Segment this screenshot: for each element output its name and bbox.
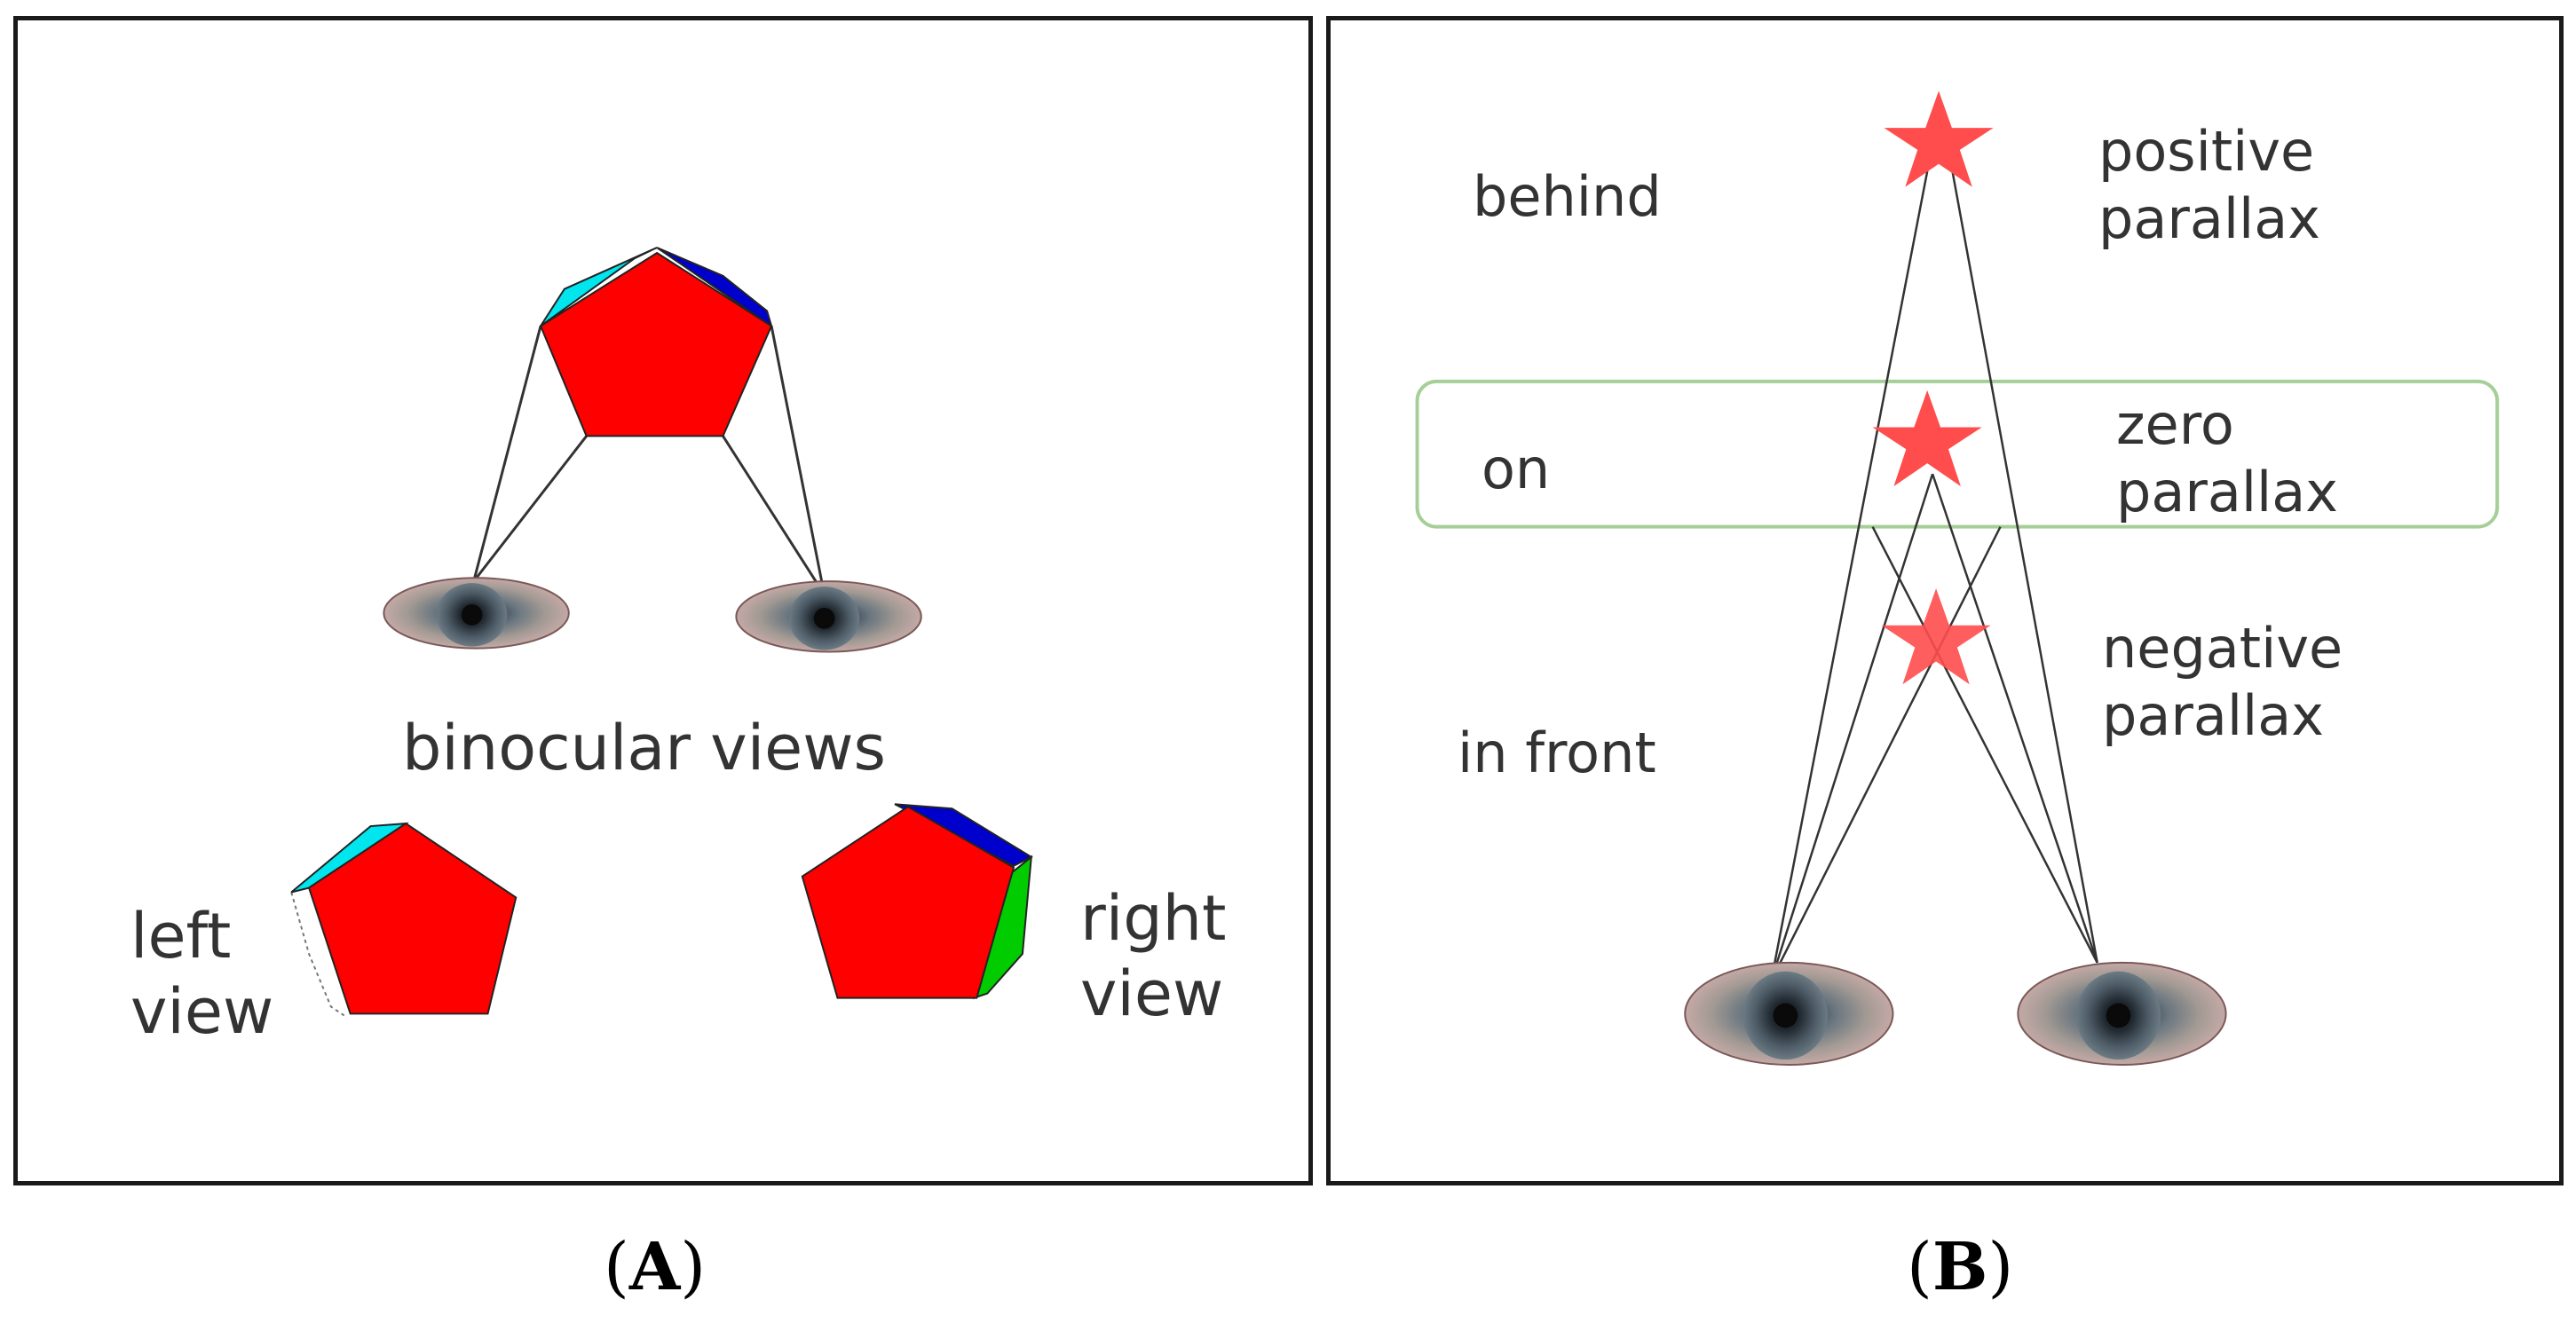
eye-icon	[383, 577, 570, 650]
caption-a-open: (	[604, 1229, 629, 1305]
sight-line	[1944, 134, 2098, 964]
eye-icon	[1684, 961, 1894, 1066]
zero-parallax-plane	[1415, 379, 2500, 529]
negative-line2: parallax	[2102, 682, 2324, 748]
sight-line	[770, 326, 826, 595]
positive-parallax-label: positive parallax	[2098, 118, 2320, 252]
zero-line2: parallax	[2116, 459, 2338, 524]
right-view-pentagon-icon	[801, 803, 1033, 1000]
sight-line	[722, 435, 826, 595]
caption-a: (A)	[604, 1229, 706, 1305]
positive-line2: parallax	[2098, 185, 2320, 251]
star-icon	[1881, 588, 1991, 685]
caption-b-letter: B	[1932, 1229, 1988, 1305]
right-view-label: right view	[1080, 881, 1226, 1033]
zero-line1: zero	[2116, 392, 2234, 457]
binocular-views-label: binocular views	[402, 712, 886, 784]
in-front-label: in front	[1458, 721, 1656, 785]
zero-parallax-label: zero parallax	[2116, 391, 2338, 525]
star-icon	[1884, 91, 1994, 187]
on-label: on	[1482, 437, 1551, 501]
left-view-line2: view	[130, 975, 274, 1049]
left-view-pentagon-icon	[290, 822, 518, 1017]
sight-line	[1871, 526, 2098, 964]
left-view-label: left view	[130, 899, 273, 1051]
sight-line	[1931, 473, 2098, 964]
right-view-line2: view	[1080, 957, 1224, 1031]
positive-line1: positive	[2098, 119, 2315, 184]
eye-icon	[735, 580, 922, 653]
caption-b: (B)	[1907, 1229, 2013, 1305]
sight-line	[472, 435, 588, 583]
sight-line	[1770, 473, 1934, 981]
behind-label: behind	[1473, 164, 1662, 229]
left-view-line1: left	[130, 900, 232, 973]
sight-line	[1770, 134, 1936, 981]
eye-icon	[2017, 961, 2227, 1066]
parallax-lines	[1770, 134, 2098, 981]
negative-line1: negative	[2102, 616, 2343, 681]
caption-a-letter: A	[628, 1229, 681, 1305]
star-icon	[1872, 390, 1982, 486]
sight-line	[1770, 526, 2002, 981]
negative-parallax-label: negative parallax	[2102, 615, 2343, 749]
pentagon-object-icon	[539, 247, 773, 437]
panel-b-drawing	[1415, 91, 2500, 1066]
sight-line	[472, 325, 542, 582]
panel-a-binocular: binocular views left view right view	[13, 16, 1313, 1185]
right-view-line1: right	[1080, 882, 1227, 955]
caption-b-close: )	[1987, 1229, 2014, 1305]
caption-b-open: (	[1907, 1229, 1932, 1305]
panel-a-drawing	[290, 247, 1033, 1017]
panel-b-parallax: behind on in front positive parallax zer…	[1326, 16, 2564, 1185]
sight-lines	[472, 325, 826, 595]
caption-a-close: )	[680, 1229, 707, 1305]
